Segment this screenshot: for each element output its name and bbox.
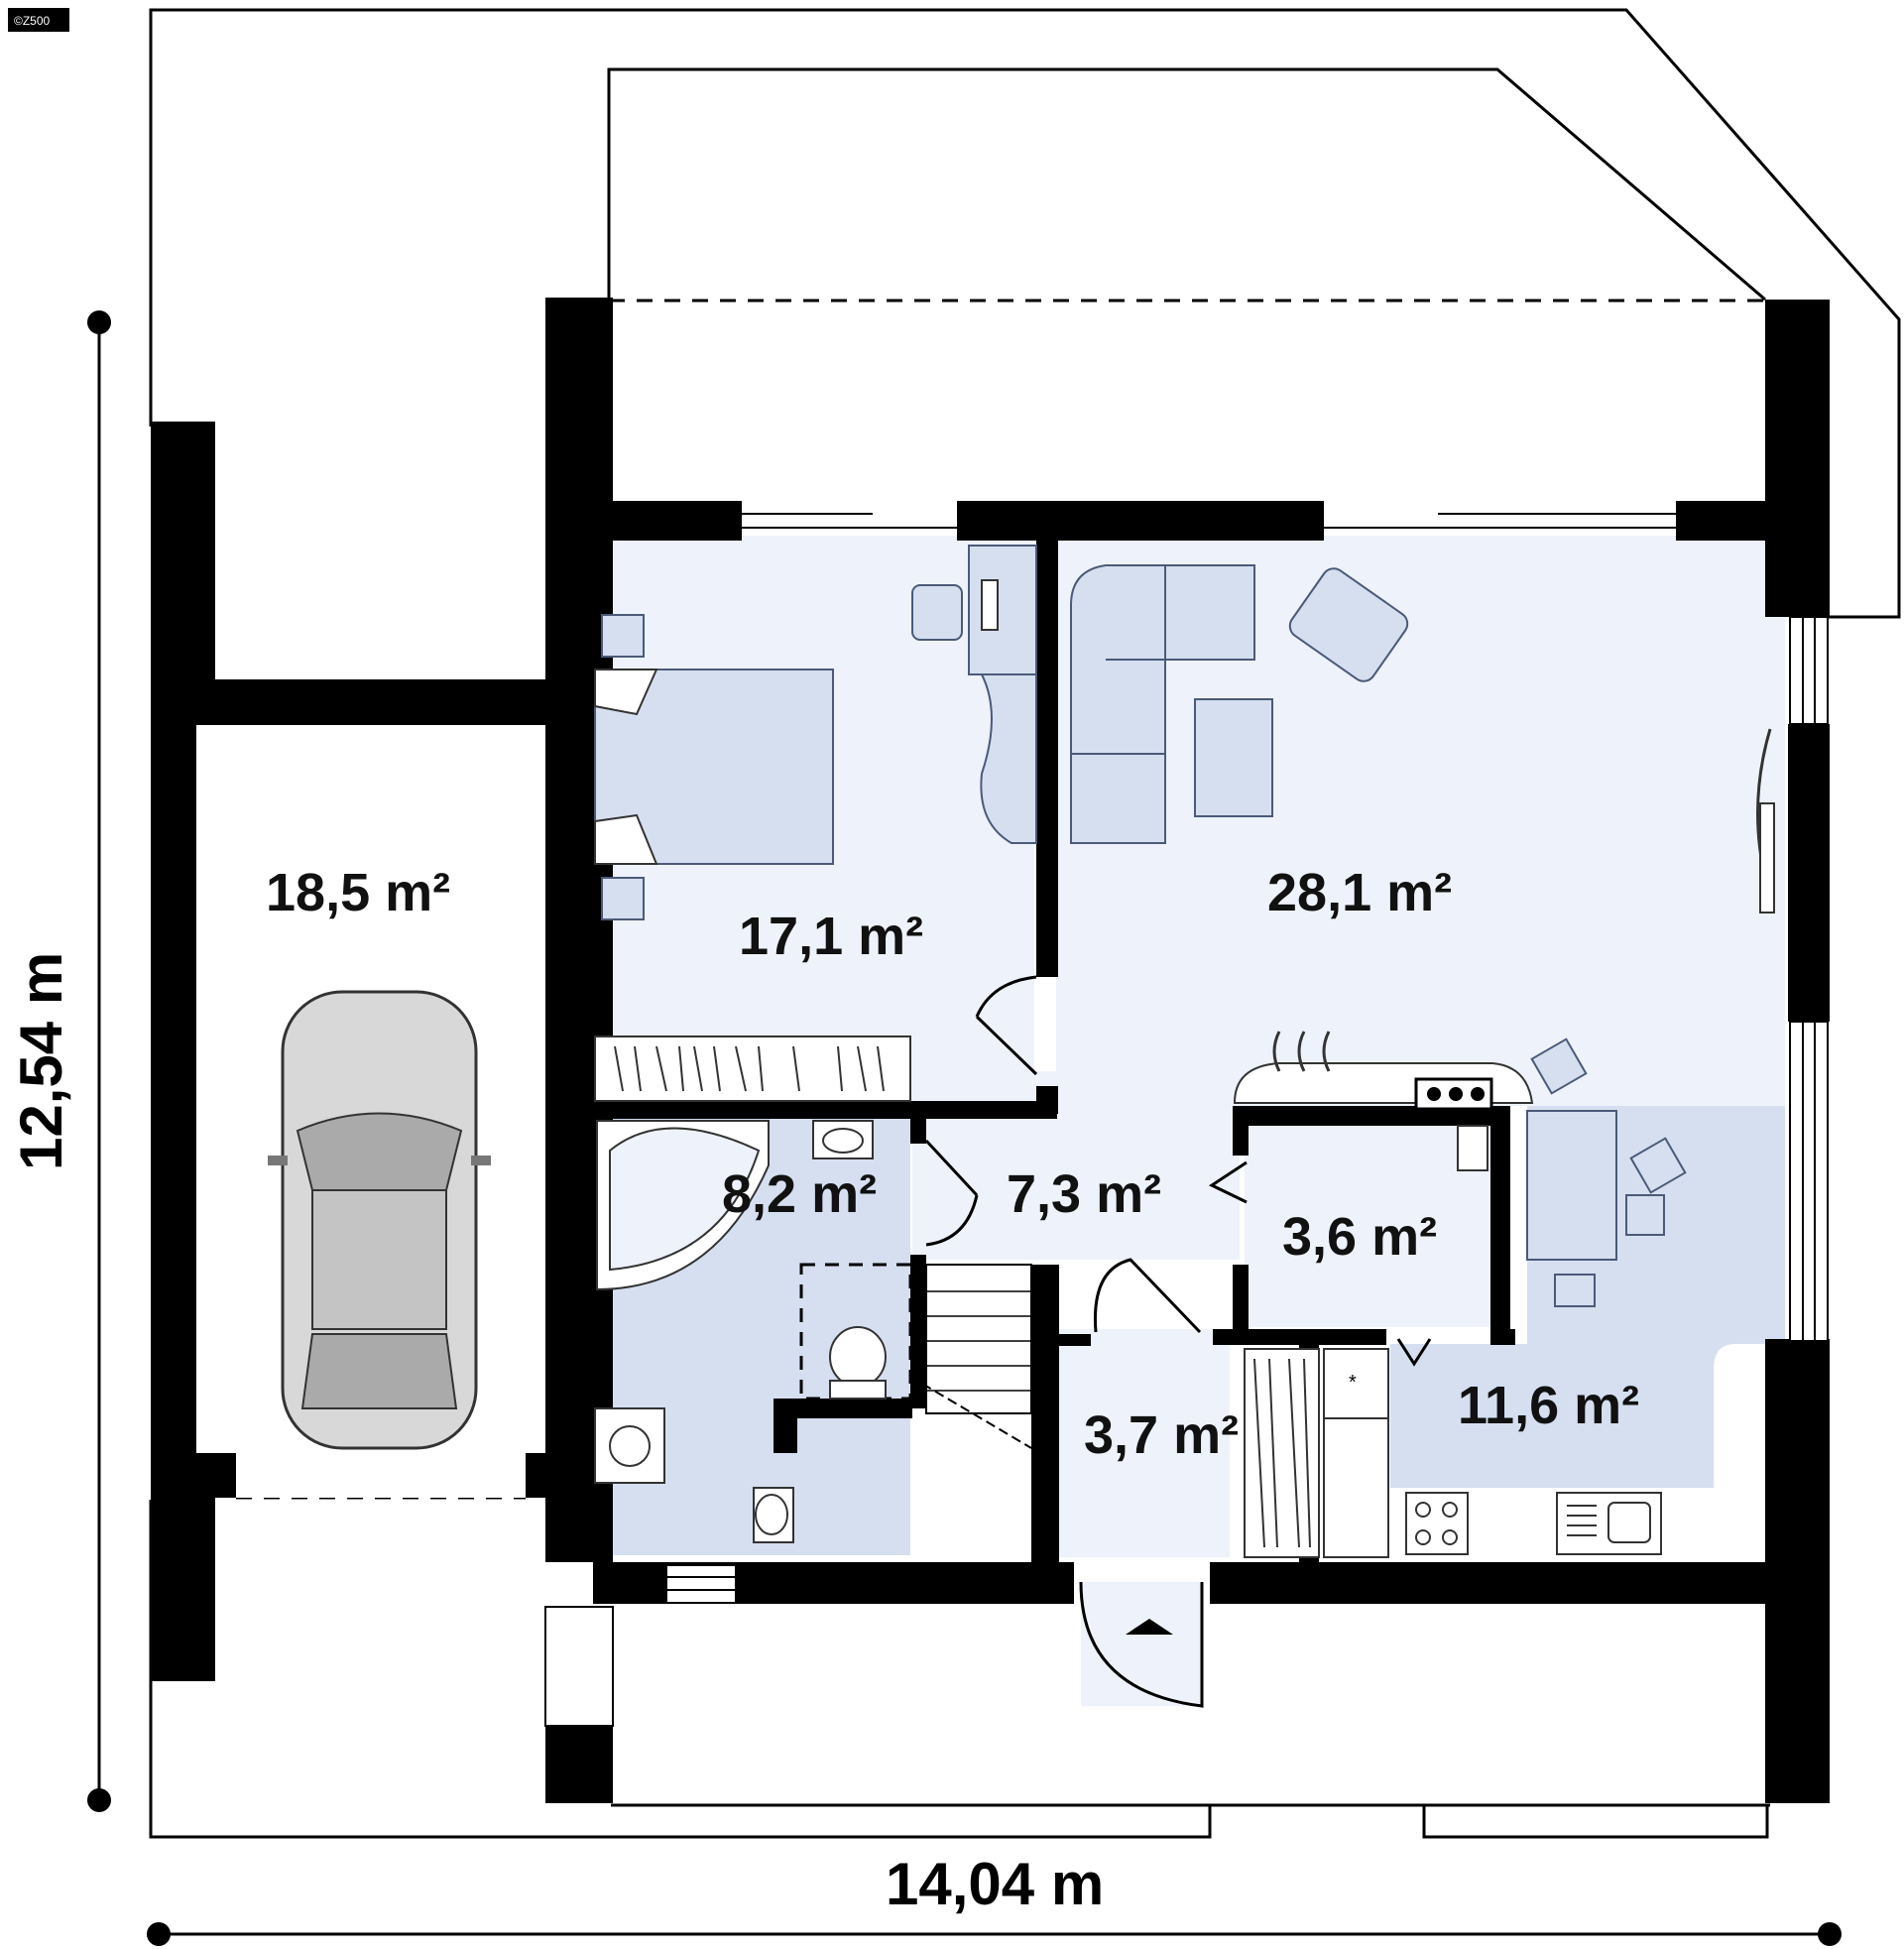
kitchen-unit (1323, 1417, 1389, 1558)
dining-chair (1625, 1194, 1665, 1236)
pantry-boiler (1457, 1125, 1488, 1171)
living-furniture (1070, 564, 1775, 1307)
logo-text: ©Z500 (14, 14, 51, 28)
bathroom-fixtures (594, 1120, 912, 1543)
windows (544, 513, 1829, 1727)
dimension-width: 14,04 m (147, 1851, 1842, 1946)
nightstand (601, 614, 645, 658)
room-labels: 18,5 m² 17,1 m² 28,1 m² 8,2 m² 7,3 m² 3,… (266, 863, 1639, 1465)
desk-chair (911, 584, 963, 641)
wardrobe (594, 1035, 911, 1102)
room-area-living: 28,1 m² (1267, 863, 1452, 922)
kitchen-fixtures: * (1244, 1125, 1662, 1558)
logo-badge: ©Z500 (8, 8, 69, 32)
bedroom-furniture (594, 545, 1037, 1102)
room-area-pantry: 3,6 m² (1282, 1207, 1437, 1267)
hob (1405, 1492, 1469, 1555)
dimension-width-label: 14,04 m (886, 1851, 1104, 1917)
dimension-depth: 12,54 m (8, 310, 111, 1812)
room-area-kitchen: 11,6 m² (1458, 1376, 1639, 1435)
pantry-floor (1245, 1119, 1497, 1327)
room-area-bedroom: 17,1 m² (739, 907, 923, 966)
dining-chair (1530, 1037, 1588, 1095)
svg-text:*: * (1349, 1372, 1357, 1394)
dining-chair (1629, 1137, 1687, 1194)
fridge (1323, 1348, 1389, 1419)
nightstand (601, 877, 645, 920)
coffee-table (1194, 698, 1273, 817)
dining-chair (1554, 1274, 1596, 1307)
vestibule-floor (1056, 1329, 1230, 1557)
desk (968, 545, 1037, 675)
dining-table (1526, 1110, 1617, 1261)
room-area-vestibule: 3,7 m² (1084, 1405, 1239, 1465)
toilet (829, 1326, 887, 1388)
room-area-garage: 18,5 m² (266, 863, 450, 922)
dimension-depth-label: 12,54 m (8, 952, 74, 1170)
car (268, 990, 491, 1450)
armchair (1288, 567, 1409, 682)
walls (151, 298, 1830, 1803)
desk-curve (980, 673, 1037, 844)
room-area-bathroom: 8,2 m² (722, 1164, 877, 1224)
room-area-hall: 7,3 m² (1007, 1164, 1161, 1224)
doors (924, 975, 1432, 1708)
staircase (921, 1264, 1032, 1449)
